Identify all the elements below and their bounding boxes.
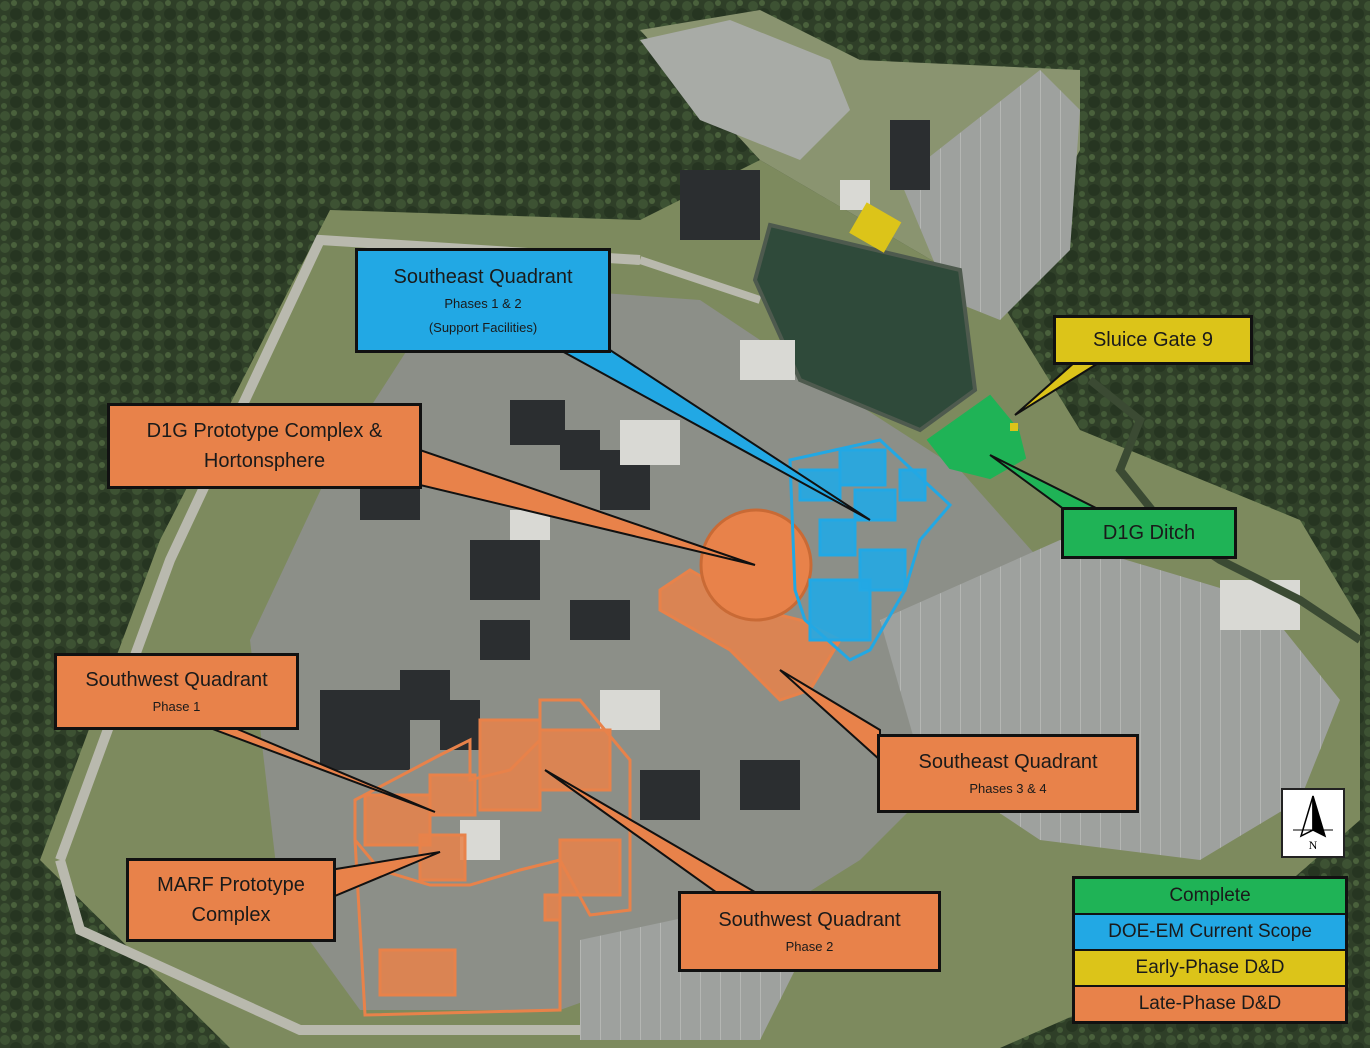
legend-item-late-phase: Late-Phase D&D: [1075, 987, 1345, 1021]
legend-label: Complete: [1169, 885, 1251, 906]
callout-subtitle: Phase 1: [152, 698, 201, 714]
legend-label: Late-Phase D&D: [1138, 993, 1282, 1014]
callout-title: D1G Ditch: [1102, 522, 1196, 544]
callout-title: Southeast Quadrant: [918, 750, 1098, 773]
callout-title: Southeast Quadrant: [393, 265, 573, 288]
north-arrow-icon: [1293, 795, 1333, 838]
callout-title: Sluice Gate 9: [1092, 329, 1214, 351]
callout-subtitle: Phase 2: [785, 938, 834, 954]
callout-marf-prototype-complex: MARF Prototype Complex: [126, 858, 336, 942]
legend-label: Early-Phase D&D: [1135, 957, 1285, 978]
north-arrow: N: [1281, 788, 1345, 858]
legend-item-complete: Complete: [1075, 879, 1345, 915]
callout-title: Southwest Quadrant: [85, 668, 268, 691]
callout-title: Southwest Quadrant: [718, 908, 901, 931]
callout-southwest-quadrant-phase-2: Southwest Quadrant Phase 2: [678, 891, 941, 972]
callout-title: MARF Prototype: [157, 874, 305, 896]
callout-southeast-quadrant-phases-3-4: Southeast Quadrant Phases 3 & 4: [877, 734, 1139, 813]
callout-d1g-ditch: D1G Ditch: [1061, 507, 1237, 559]
callout-d1g-prototype-complex: D1G Prototype Complex & Hortonsphere: [107, 403, 422, 489]
legend-item-current-scope: DOE-EM Current Scope: [1075, 915, 1345, 951]
north-label: N: [1308, 838, 1318, 852]
legend-label: DOE-EM Current Scope: [1108, 921, 1312, 942]
callout-title: Hortonsphere: [203, 450, 326, 472]
callout-southeast-quadrant-phases-1-2: Southeast Quadrant Phases 1 & 2 (Support…: [355, 248, 611, 353]
callout-subtitle: (Support Facilities): [428, 319, 538, 335]
callout-title: D1G Prototype Complex &: [146, 420, 383, 442]
callout-title: Complex: [191, 904, 271, 926]
callout-southwest-quadrant-phase-1: Southwest Quadrant Phase 1: [54, 653, 299, 730]
callout-subtitle: Phases 3 & 4: [969, 780, 1047, 796]
legend-item-early-phase: Early-Phase D&D: [1075, 951, 1345, 987]
callout-subtitle: Phases 1 & 2: [444, 295, 522, 311]
legend: Complete DOE-EM Current Scope Early-Phas…: [1072, 876, 1348, 1024]
callout-sluice-gate-9: Sluice Gate 9: [1053, 315, 1253, 365]
